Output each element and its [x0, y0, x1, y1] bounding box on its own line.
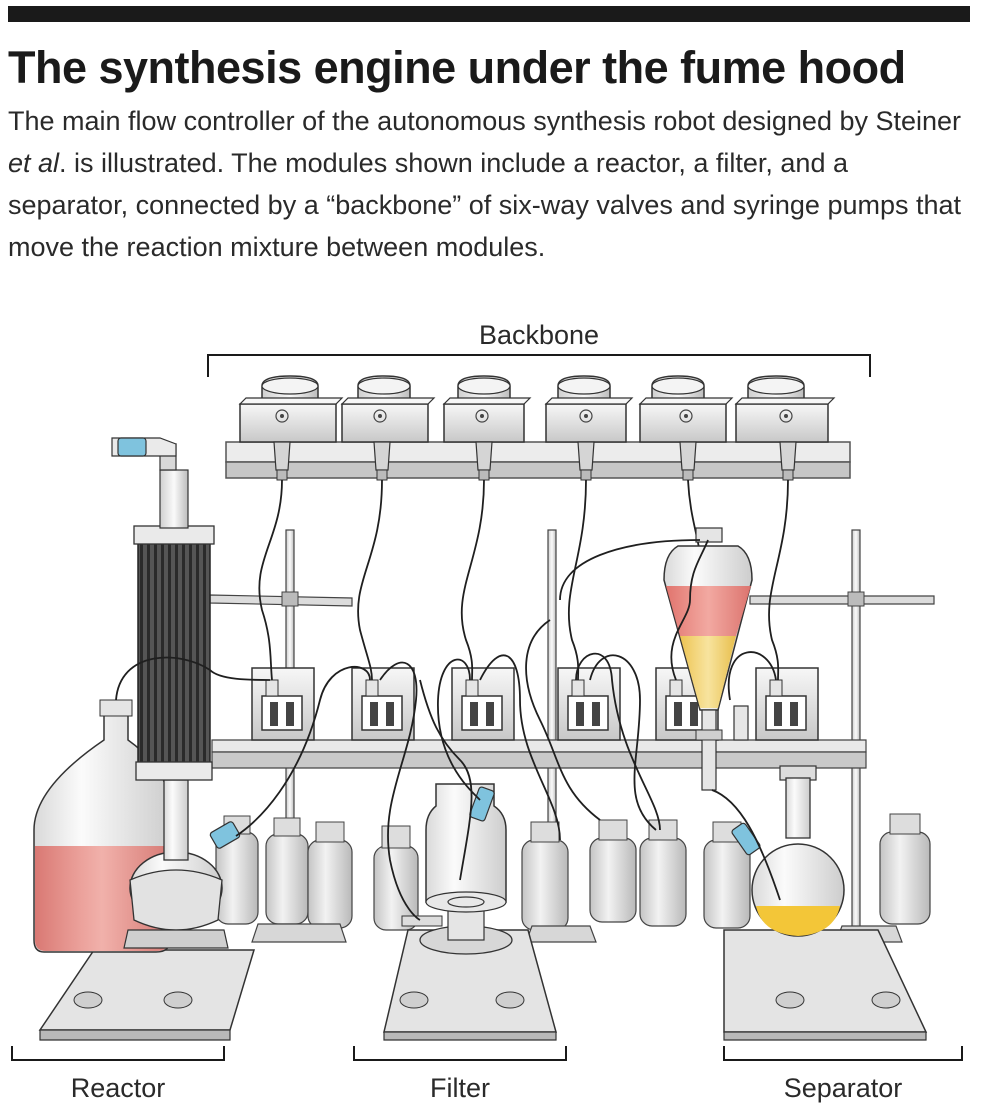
valve-2 — [340, 375, 436, 481]
product-liquid — [756, 906, 840, 936]
condenser-fitting — [117, 437, 147, 457]
figure-caption: The main flow controller of the autonomo… — [8, 100, 968, 268]
filter-bracket — [353, 1046, 567, 1061]
bottle — [521, 821, 569, 931]
page-title: The synthesis engine under the fume hood — [8, 42, 906, 93]
syringe-pump-1 — [251, 667, 315, 741]
reagent-bottles — [215, 813, 931, 931]
separator-bracket — [723, 1046, 963, 1061]
caption-text-end: . is illustrated. The modules shown incl… — [8, 148, 962, 262]
organic-layer — [666, 586, 751, 636]
bottle — [879, 813, 931, 925]
bottle — [703, 821, 751, 929]
syringe-pump-4 — [557, 667, 621, 741]
bottle — [307, 821, 353, 929]
filter-module — [383, 783, 557, 1041]
stand-rod-separator — [749, 529, 935, 931]
valve-6 — [734, 375, 836, 481]
syringe-pump-2 — [351, 667, 415, 741]
caption-text-start: The main flow controller of the autonomo… — [8, 106, 962, 136]
bottle — [373, 825, 419, 931]
separator-module — [663, 527, 928, 1041]
syringe-pump-3 — [451, 667, 515, 741]
reactor-label: Reactor — [71, 1073, 166, 1103]
backbone-bracket — [207, 354, 871, 377]
backbone-label: Backbone — [479, 320, 599, 350]
reactor-module — [33, 437, 256, 1041]
valve-1 — [238, 375, 344, 481]
bottle — [265, 817, 309, 925]
bottle — [589, 819, 637, 923]
syringe-pump-6 — [755, 667, 819, 741]
valve-5 — [638, 375, 734, 481]
separator-label: Separator — [784, 1073, 903, 1103]
bottle — [639, 819, 687, 927]
top-rule — [8, 6, 970, 22]
filter-label: Filter — [430, 1073, 490, 1103]
pump-shelf — [211, 739, 867, 769]
reactor-bracket — [11, 1046, 225, 1061]
backbone-rail — [225, 441, 851, 479]
caption-author-emphasis: et al — [8, 148, 60, 178]
aqueous-layer — [680, 636, 736, 708]
tubing-pumps-to-modules — [115, 539, 781, 921]
valve-4 — [544, 375, 634, 481]
